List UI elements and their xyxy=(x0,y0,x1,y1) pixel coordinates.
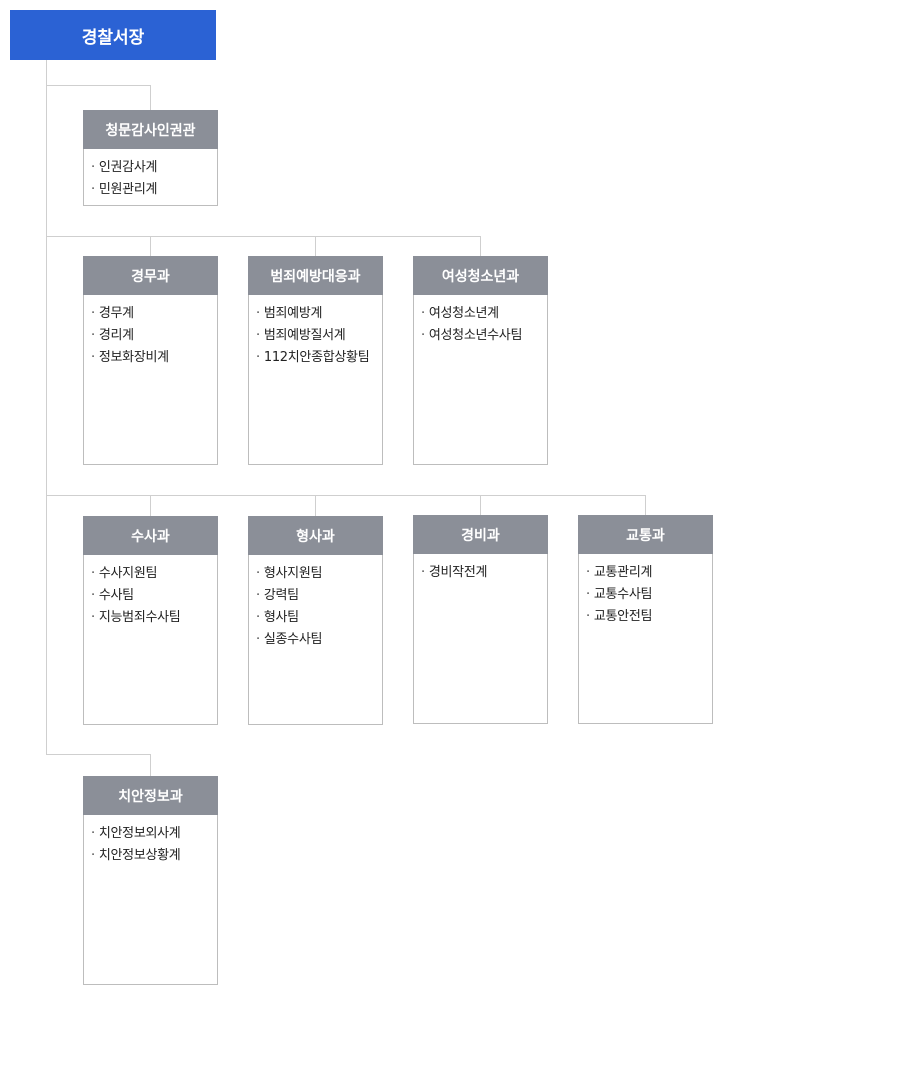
team-item: ·교통수사팀 xyxy=(586,587,653,602)
team-item: ·여성청소년계 xyxy=(421,306,499,321)
team-item: ·형사지원팀 xyxy=(256,566,323,581)
dept-title: 경무과 xyxy=(83,256,218,295)
team-item: ·수사팀 xyxy=(91,588,134,603)
dept-team-list: ·수사지원팀 ·수사팀 ·지능범죄수사팀 xyxy=(84,555,217,629)
team-item: ·교통관리계 xyxy=(586,565,653,580)
dept-team-list: ·인권감사계 ·민원관리계 xyxy=(84,149,217,201)
drop-line-d7 xyxy=(480,495,481,515)
dept-team-list: ·교통관리계 ·교통수사팀 ·교통안전팀 xyxy=(579,554,712,628)
team-item: ·지능범죄수사팀 xyxy=(91,610,181,625)
dept-team-list: ·범죄예방계 ·범죄예방질서계 ·112치안종합상황팀 xyxy=(249,295,382,369)
dept-title: 치안정보과 xyxy=(83,776,218,815)
dept-box-d4: 여성청소년과 ·여성청소년계 ·여성청소년수사팀 xyxy=(413,256,548,465)
dept-title: 경비과 xyxy=(413,515,548,554)
org-root-title: 경찰서장 xyxy=(81,27,145,48)
dept-box-d3: 범죄예방대응과 ·범죄예방계 ·범죄예방질서계 ·112치안종합상황팀 xyxy=(248,256,383,465)
team-item: ·경비작전계 xyxy=(421,565,488,580)
branch-line-row2 xyxy=(46,236,481,237)
team-item: ·범죄예방계 xyxy=(256,306,323,321)
branch-line-row4 xyxy=(46,754,151,755)
dept-team-list: ·형사지원팀 ·강력팀 ·형사팀 ·실종수사팀 xyxy=(249,555,382,651)
dept-box-d7: 경비과 ·경비작전계 xyxy=(413,515,548,724)
team-item: ·경무계 xyxy=(91,306,134,321)
trunk-line xyxy=(46,60,47,754)
dept-team-list: ·여성청소년계 ·여성청소년수사팀 xyxy=(414,295,547,347)
drop-line-d5 xyxy=(150,495,151,516)
team-item: ·112치안종합상황팀 xyxy=(256,350,370,365)
dept-box-d1: 청문감사인권관 ·인권감사계 ·민원관리계 xyxy=(83,110,218,206)
dept-title: 여성청소년과 xyxy=(413,256,548,295)
dept-box-d9: 치안정보과 ·치안정보외사계 ·치안정보상황계 xyxy=(83,776,218,985)
org-root-box: 경찰서장 xyxy=(10,10,216,60)
team-item: ·치안정보외사계 xyxy=(91,826,181,841)
team-item: ·정보화장비계 xyxy=(91,350,169,365)
drop-line-d9 xyxy=(150,754,151,776)
drop-line-d4 xyxy=(480,236,481,256)
team-item: ·형사팀 xyxy=(256,610,299,625)
team-item: ·수사지원팀 xyxy=(91,566,158,581)
dept-team-list: ·치안정보외사계 ·치안정보상황계 xyxy=(84,815,217,867)
team-item: ·범죄예방질서계 xyxy=(256,328,346,343)
drop-line-d1 xyxy=(150,85,151,110)
team-item: ·실종수사팀 xyxy=(256,632,323,647)
branch-line-row1 xyxy=(46,85,151,86)
dept-box-d5: 수사과 ·수사지원팀 ·수사팀 ·지능범죄수사팀 xyxy=(83,516,218,725)
team-item: ·치안정보상황계 xyxy=(91,848,181,863)
drop-line-d8 xyxy=(645,495,646,515)
dept-team-list: ·경비작전계 xyxy=(414,554,547,584)
team-item: ·여성청소년수사팀 xyxy=(421,328,523,343)
team-item: ·민원관리계 xyxy=(91,182,158,197)
dept-box-d8: 교통과 ·교통관리계 ·교통수사팀 ·교통안전팀 xyxy=(578,515,713,724)
dept-title: 교통과 xyxy=(578,515,713,554)
team-item: ·경리계 xyxy=(91,328,134,343)
dept-title: 청문감사인권관 xyxy=(83,110,218,149)
dept-title: 범죄예방대응과 xyxy=(248,256,383,295)
drop-line-d2 xyxy=(150,236,151,256)
dept-box-d2: 경무과 ·경무계 ·경리계 ·정보화장비계 xyxy=(83,256,218,465)
dept-team-list: ·경무계 ·경리계 ·정보화장비계 xyxy=(84,295,217,369)
dept-title: 형사과 xyxy=(248,516,383,555)
dept-box-d6: 형사과 ·형사지원팀 ·강력팀 ·형사팀 ·실종수사팀 xyxy=(248,516,383,725)
team-item: ·인권감사계 xyxy=(91,160,158,175)
branch-line-row3 xyxy=(46,495,646,496)
drop-line-d6 xyxy=(315,495,316,516)
team-item: ·강력팀 xyxy=(256,588,299,603)
drop-line-d3 xyxy=(315,236,316,256)
team-item: ·교통안전팀 xyxy=(586,609,653,624)
dept-title: 수사과 xyxy=(83,516,218,555)
